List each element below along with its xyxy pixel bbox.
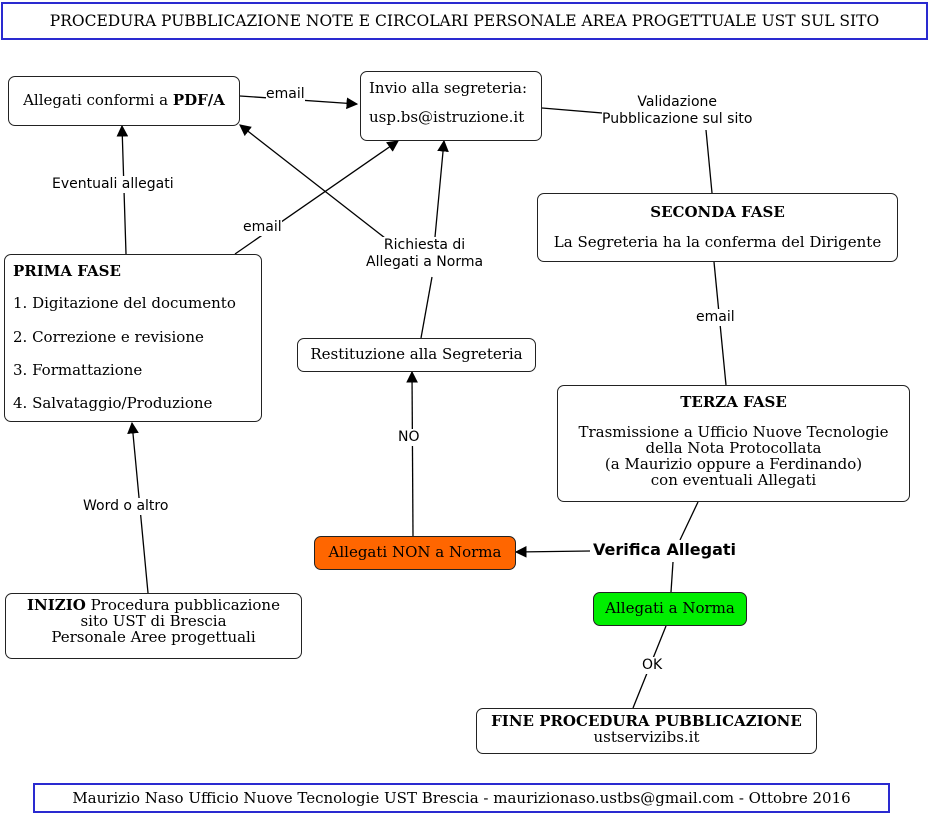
node-seconda-text: La Segreteria ha la conferma del Dirigen… [553, 232, 882, 251]
node-prima-title: PRIMA FASE [13, 262, 121, 280]
label-ok: OK [642, 657, 663, 674]
label-email-right: email [696, 309, 735, 326]
label-word: Word o altro [83, 498, 169, 515]
node-allegati-pdfa: Allegati conformi a PDF/A [8, 76, 240, 126]
edge-richiesta-invio [434, 139, 449, 238]
node-prima-item-4: 4. Salvataggio/Produzione [13, 394, 213, 412]
label-email-left: email [243, 219, 282, 236]
node-prima-item-2: 2. Correzione e revisione [13, 327, 204, 346]
node-terza-fase: TERZA FASE Trasmissione a Ufficio Nuove … [557, 385, 910, 502]
node-inizio: INIZIO Procedura pubblicazione sito UST … [5, 593, 302, 659]
edge-verifica-anorma [670, 561, 674, 593]
edge-verifica-nonorma [514, 546, 591, 558]
header-title-box: PROCEDURA PUBBLICAZIONE NOTE E CIRCOLARI… [1, 2, 928, 40]
node-non-norma: Allegati NON a Norma [314, 536, 516, 570]
node-non-norma-label: Allegati NON a Norma [328, 543, 502, 562]
node-seconda-title: SECONDA FASE [650, 203, 785, 222]
node-terza-line-1: Trasmissione a Ufficio Nuove Tecnologie [578, 423, 889, 442]
node-prima-item-1: 1. Digitazione del documento [13, 294, 236, 313]
node-terza-title: TERZA FASE [680, 393, 787, 411]
label-no: NO [398, 429, 420, 446]
node-inizio-line1: INIZIO Procedura pubblicazione [27, 596, 280, 614]
footer-text: Maurizio Naso Ufficio Nuove Tecnologie U… [72, 789, 851, 807]
label-richiesta: Richiesta di Allegati a Norma [366, 237, 484, 271]
label-email-top: email [266, 86, 305, 103]
node-seconda-fase: SECONDA FASE La Segreteria ha la conferm… [537, 193, 898, 262]
node-prima-item-3: 3. Formattazione [13, 360, 143, 379]
node-inizio-line2: sito UST di Brescia [80, 611, 227, 630]
label-validazione: Validazione Pubblicazione sul sito [602, 94, 753, 128]
node-invio-segreteria: Invio alla segreteria: usp.bs@istruzione… [360, 71, 542, 141]
edge-restituzione-richiesta [420, 276, 433, 339]
node-fine-title: FINE PROCEDURA PUBBLICAZIONE [491, 712, 802, 730]
node-prima-fase: PRIMA FASE 1. Digitazione del documento … [4, 254, 262, 422]
footer-box: Maurizio Naso Ufficio Nuove Tecnologie U… [33, 783, 890, 813]
node-restituzione: Restituzione alla Segreteria [297, 338, 536, 372]
node-terza-line-4: con eventuali Allegati [650, 470, 817, 489]
edge-terza-verifica [679, 501, 699, 541]
node-fine-text: ustservizibs.it [593, 727, 700, 746]
node-inizio-line3: Personale Aree progettuali [51, 627, 256, 646]
node-invio-line1: Invio alla segreteria: [369, 79, 527, 97]
node-fine: FINE PROCEDURA PUBBLICAZIONE ustservizib… [476, 708, 817, 754]
label-verifica-allegati: Verifica Allegati [593, 540, 737, 560]
node-a-norma: Allegati a Norma [593, 592, 747, 626]
node-allegati-pdfa-label: Allegati conformi a PDF/A [23, 91, 225, 110]
node-terza-line-3: (a Maurizio oppure a Ferdinando) [604, 454, 863, 473]
page-title: PROCEDURA PUBBLICAZIONE NOTE E CIRCOLARI… [49, 12, 880, 30]
node-restituzione-label: Restituzione alla Segreteria [310, 345, 523, 364]
node-terza-line-2: della Nota Protocollata [645, 439, 822, 457]
node-invio-email: usp.bs@istruzione.it [369, 108, 525, 127]
edge-richiesta-pdfa [239, 124, 386, 239]
node-a-norma-label: Allegati a Norma [605, 599, 735, 618]
edge-nonorma-restituzione [406, 370, 418, 537]
edge-validazione-seconda [705, 129, 713, 194]
label-eventuali-allegati: Eventuali allegati [52, 176, 174, 193]
